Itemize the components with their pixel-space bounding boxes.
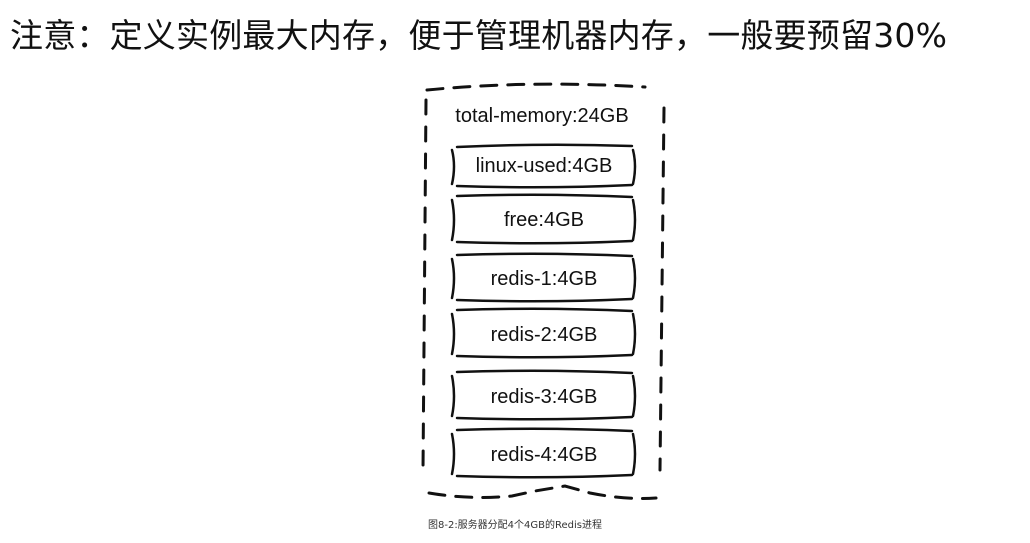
memory-block-label-redis-2: redis-2:4GB [490, 324, 598, 346]
outer-bottom-border [427, 484, 658, 500]
memory-block-label-linux-used: linux-used:4GB [475, 155, 613, 177]
figure-caption: 图8-2:服务器分配4个4GB的Redis进程 [427, 520, 603, 531]
outer-right-border [658, 106, 666, 472]
memory-block-label-redis-1: redis-1:4GB [490, 268, 598, 290]
memory-block-label-redis-3: redis-3:4GB [490, 386, 598, 408]
outer-left-border [421, 98, 428, 472]
memory-block-label-redis-4: redis-4:4GB [490, 444, 598, 466]
headline: 注意：定义实例最大内存，便于管理机器内存，一般要预留30% [10, 16, 948, 55]
memory-block-label-free: free:4GB [503, 209, 585, 231]
total-memory-label: total-memory:24GB [455, 105, 629, 127]
outer-top-border [425, 82, 647, 92]
